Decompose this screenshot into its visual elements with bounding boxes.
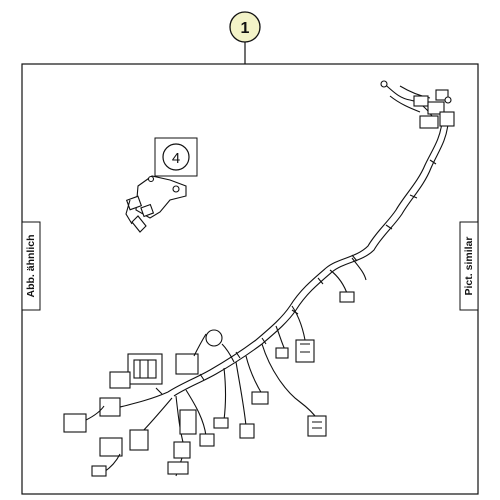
bracket-part-4 (125, 175, 187, 233)
right-side-label: Pict. similar (463, 237, 475, 296)
left-side-label: Abb. ähnlich (25, 235, 37, 298)
wiring-harness (63, 80, 455, 477)
callout-1-circle (229, 11, 261, 43)
callout-4-number: 4 (172, 150, 180, 167)
right-label-box (459, 221, 479, 311)
callout-1-number: 1 (241, 20, 250, 37)
left-label-box (21, 221, 41, 311)
callout-4-circle (162, 143, 190, 171)
